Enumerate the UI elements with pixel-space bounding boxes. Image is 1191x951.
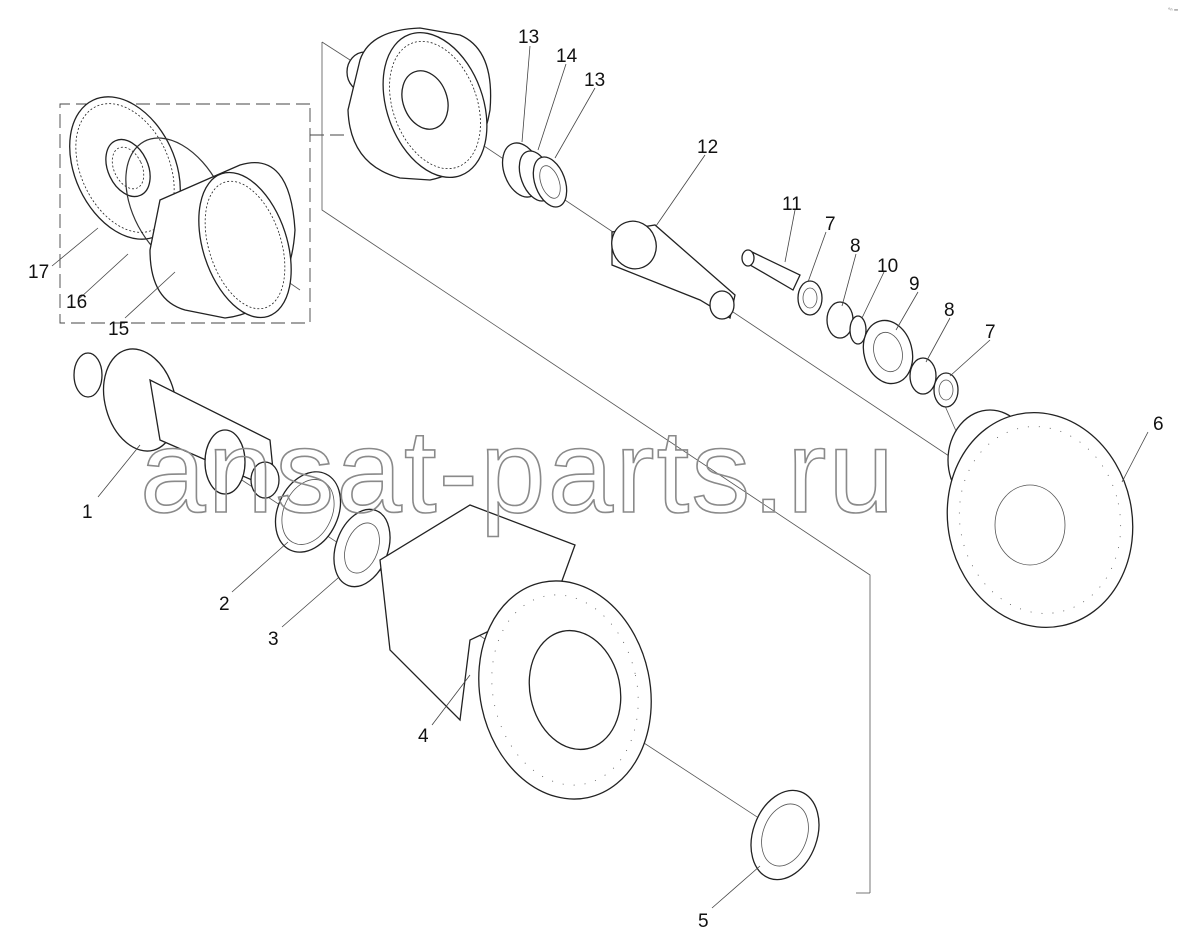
callout-15: 15 [108, 319, 129, 340]
callout-13a: 13 [518, 27, 539, 48]
corner-mark: °ⁿ ━ [1168, 7, 1178, 14]
part-1-axle-shaft [73, 348, 280, 499]
inset-frame [59, 103, 350, 324]
callout-17: 17 [28, 262, 49, 283]
callout-7a: 7 [825, 214, 836, 235]
parts-7-10-pinion-set [797, 280, 959, 408]
callout-11: 11 [782, 194, 802, 215]
part-6-carrier-flange [946, 409, 1134, 629]
callout-9: 9 [909, 274, 920, 295]
callout-13b: 13 [584, 70, 605, 91]
callout-1: 1 [82, 502, 93, 523]
part-11-pin [741, 249, 801, 291]
part-2-seal [274, 471, 342, 553]
upper-ring-gear-assembly [346, 27, 492, 181]
part-5-bearing [750, 789, 820, 881]
part-4-housing [379, 504, 652, 800]
parts-13-14-washers [501, 142, 568, 208]
callout-3: 3 [268, 629, 279, 650]
part-12-splined-shaft [611, 220, 736, 320]
callout-5: 5 [698, 911, 709, 932]
callout-12: 12 [697, 137, 718, 158]
assembly-frame-lines [321, 41, 871, 894]
callout-10: 10 [877, 256, 898, 277]
callout-4: 4 [418, 726, 429, 747]
callout-8b: 8 [944, 300, 955, 321]
callout-7b: 7 [985, 322, 996, 343]
part-17-flange-gear [69, 96, 181, 240]
callout-16: 16 [66, 292, 87, 313]
callout-6: 6 [1153, 414, 1164, 435]
callout-2: 2 [219, 594, 230, 615]
callout-labels: 1 2 3 4 5 6 7 7 8 8 9 10 11 12 13 13 14 … [28, 27, 1164, 932]
watermark: ansat-parts.ru [140, 406, 896, 538]
callout-14: 14 [556, 46, 578, 67]
callout-8a: 8 [850, 236, 861, 257]
leader-lines [51, 45, 1149, 909]
part-15-ring-gear [149, 162, 296, 319]
